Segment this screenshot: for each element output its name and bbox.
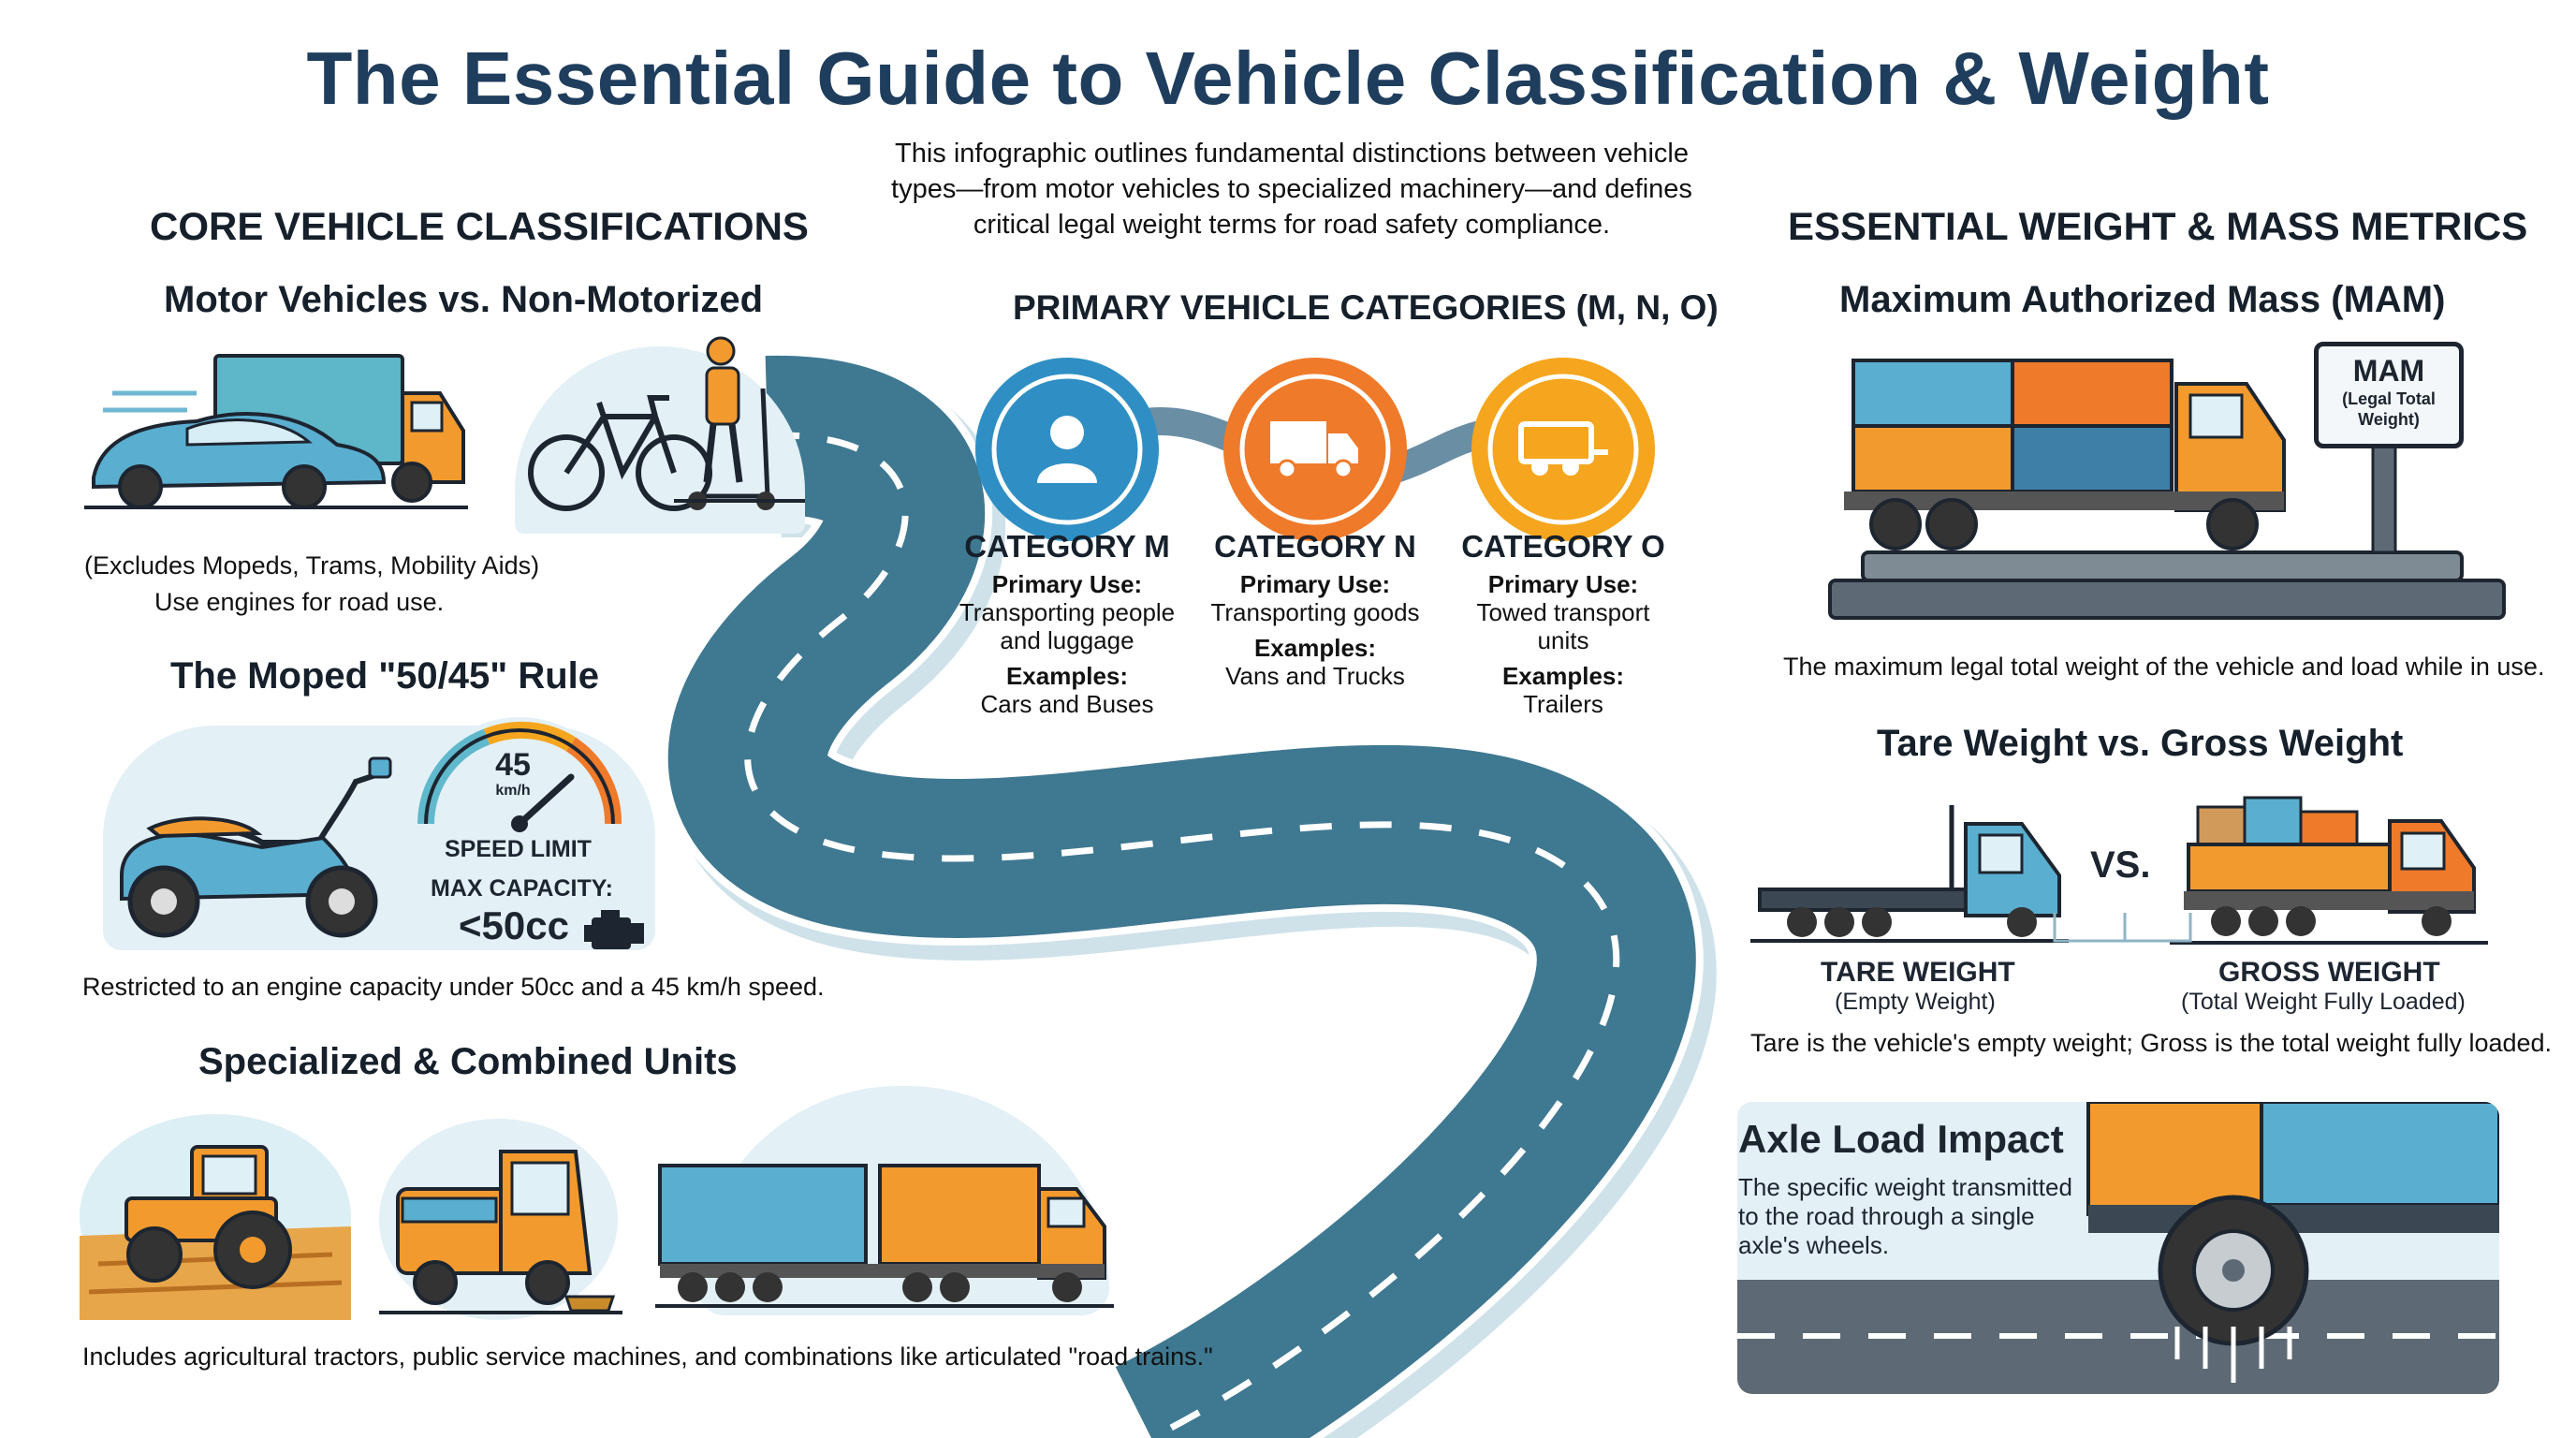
moped-caption: Restricted to an engine capacity under 5… [82, 973, 825, 1001]
gross-weight-sub: (Total Weight Fully Loaded) [2181, 989, 2466, 1015]
mam-title: Maximum Authorized Mass (MAM) [1839, 279, 2446, 320]
mam-sign-title: MAM [2352, 354, 2425, 388]
motor-caption-excludes: (Excludes Mopeds, Trams, Mobility Aids) [84, 551, 540, 580]
specialized-units-title: Specialized & Combined Units [198, 1041, 738, 1082]
gross-weight-label: GROSS WEIGHT [2218, 957, 2440, 988]
car-and-truck-icon [84, 354, 468, 509]
moped-rule-title: The Moped "50/45" Rule [170, 655, 600, 697]
trailer-icon [1518, 421, 1608, 476]
category-1: CATEGORY N Primary Use:Transporting goods… [1184, 529, 1446, 690]
axle-wheel-road-icon [1737, 1102, 2499, 1394]
tare-vs-gross-title: Tare Weight vs. Gross Weight [1877, 723, 2404, 764]
category-2: CATEGORY O Primary Use:Towed transport un… [1432, 529, 1694, 718]
loaded-truck-icon [2170, 796, 2488, 945]
page-title: The Essential Guide to Vehicle Classific… [306, 37, 2270, 120]
category-0: CATEGORY M Primary Use:Transporting peopl… [936, 529, 1198, 718]
axle-load-title: Axle Load Impact [1738, 1117, 2064, 1161]
category-examples: Cars and Buses [980, 690, 1154, 718]
category-use-label: Primary Use: [991, 570, 1143, 598]
engine-icon [584, 910, 644, 949]
category-use: Towed transport units [1476, 598, 1650, 654]
category-use-label: Primary Use: [1487, 570, 1639, 598]
weight-metrics-heading: ESSENTIAL WEIGHT & MASS METRICS [1788, 204, 2528, 248]
moped-icon [120, 756, 392, 938]
category-examples-label: Examples: [1005, 662, 1129, 690]
truck-on-weighbridge-icon [1828, 359, 2506, 620]
axle-load-panel [1737, 1102, 2499, 1394]
mam-sign-subtitle: (Legal Total Weight) [2342, 389, 2436, 429]
versus-label: VS. [2090, 844, 2151, 886]
street-sweeper-icon [379, 1150, 622, 1314]
tare-gross-caption: Tare is the vehicle's empty weight; Gros… [1750, 1029, 2553, 1057]
bicycle-and-scooter-icon [528, 336, 805, 511]
tare-weight-sub: (Empty Weight) [1835, 989, 1996, 1015]
category-examples-label: Examples: [1253, 634, 1377, 662]
mam-sign: MAM (Legal Total Weight) [2314, 342, 2464, 448]
speed-limit-label: SPEED LIMIT [445, 836, 592, 862]
tare-weight-label: TARE WEIGHT [1821, 957, 2015, 988]
mam-caption: The maximum legal total weight of the ve… [1783, 653, 2545, 681]
specialized-caption: Includes agricultural tractors, public s… [82, 1343, 1213, 1371]
category-use: Transporting goods [1210, 598, 1420, 626]
gauge-unit: km/h [495, 783, 531, 799]
category-examples: Trailers [1523, 690, 1603, 718]
road-train-truck-icon [655, 1164, 1114, 1308]
tractor-icon [80, 1145, 351, 1320]
category-name: CATEGORY N [1214, 529, 1416, 564]
comparison-bracket [2053, 913, 2192, 943]
cargo-truck-icon [1270, 421, 1358, 479]
motor-caption-engines: Use engines for road use. [154, 588, 445, 616]
category-name: CATEGORY M [964, 529, 1170, 564]
intro-text: This infographic outlines fundamental di… [891, 139, 1692, 240]
primary-categories-heading: PRIMARY VEHICLE CATEGORIES (M, N, O) [1013, 288, 1719, 327]
speedometer-gauge-icon [413, 717, 626, 832]
max-capacity-label: MAX CAPACITY: [431, 875, 613, 902]
engine-capacity-value: <50cc [459, 903, 569, 947]
gauge-value: 45 [495, 747, 531, 783]
axle-load-caption: The specific weight transmitted to the r… [1738, 1173, 2072, 1259]
category-use: Transporting people and luggage [959, 598, 1176, 654]
motor-vs-nonmotorized-title: Motor Vehicles vs. Non-Motorized [164, 279, 764, 320]
empty-flatbed-truck-icon [1750, 805, 2069, 943]
category-examples: Vans and Trucks [1225, 662, 1405, 690]
category-examples-label: Examples: [1501, 662, 1625, 690]
category-name: CATEGORY O [1461, 529, 1665, 564]
person-icon [1037, 416, 1097, 483]
category-use-label: Primary Use: [1239, 570, 1391, 598]
core-classifications-heading: CORE VEHICLE CLASSIFICATIONS [150, 204, 809, 248]
